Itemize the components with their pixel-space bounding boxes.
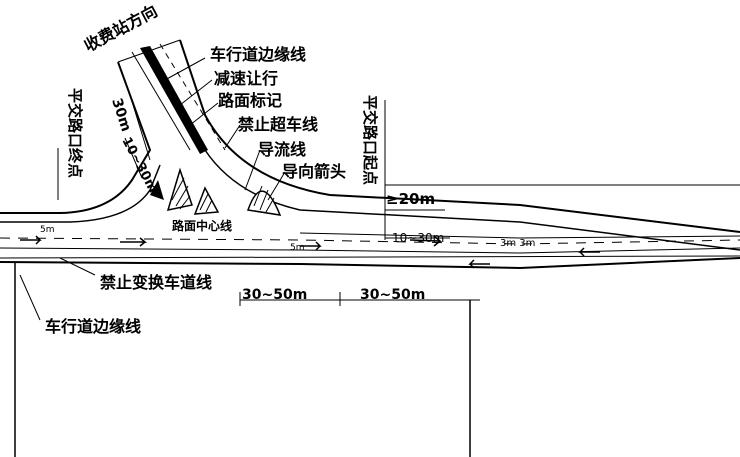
inner-right-edge [204, 149, 740, 251]
bottom-inner-edge [0, 255, 740, 259]
callout-labels: 收费站方向 车行道边缘线 减速让行 路面标记 禁止超车线 导流线 导向箭头 平交… [45, 1, 379, 336]
arrow-icon [20, 235, 42, 245]
lane-markings [0, 232, 740, 254]
dim-10-30m-right: 10~30m [392, 231, 444, 245]
dim-30m-line [129, 94, 151, 161]
arrow-icon [120, 237, 148, 247]
reference-lines [57, 100, 386, 240]
arrow-icon [578, 247, 600, 257]
dim-10-30m-branch-line [124, 137, 143, 179]
main-road [0, 39, 740, 457]
dim-5m-mid: 5m [290, 243, 305, 253]
arrow-icon [468, 259, 490, 269]
label-center-line: 路面中心线 [172, 218, 232, 233]
hatch-small [150, 180, 164, 200]
branch-center-solid [140, 46, 208, 154]
dim-ge20m: ≥20m [386, 190, 435, 208]
diversion-hatches [150, 167, 282, 216]
left-road-edge [0, 61, 152, 214]
label-diversion-line: 导流线 [258, 140, 306, 159]
branch-inner-line [131, 51, 191, 151]
right-road-edge [179, 39, 740, 233]
branch-road [117, 39, 226, 154]
center-dashed-line [0, 237, 740, 245]
label-carriageway-edge-top: 车行道边缘线 [210, 45, 306, 64]
no-lane-change-solid [0, 247, 740, 254]
arrow-icon [300, 241, 322, 251]
dim-30m: 30m [108, 96, 134, 133]
label-slow-yield: 减速让行 [214, 69, 278, 88]
dim-30-50m-a: 30~50m [242, 287, 307, 303]
label-guide-arrow: 导向箭头 [282, 162, 346, 181]
branch-dashed-line [159, 43, 226, 151]
label-carriageway-edge-bottom: 车行道边缘线 [45, 317, 141, 336]
dim-3m-3m: 3m 3m [500, 238, 535, 249]
bottom-road-edge [0, 257, 740, 270]
label-no-overtaking: 禁止超车线 [238, 115, 318, 134]
lane-solid-right [299, 232, 740, 239]
dim-10-30m-branch: 10~30m [118, 135, 160, 196]
inner-left-edge [0, 164, 161, 223]
label-road-marking: 路面标记 [218, 91, 282, 110]
leader-lines [19, 57, 286, 321]
dimension-lines [124, 94, 740, 306]
hatch-triangle-left [166, 167, 193, 211]
label-no-lane-change: 禁止变换车道线 [100, 273, 212, 292]
dim-30-50m-b: 30~50m [360, 287, 425, 303]
label-intersection-end: 平交路口终点 [66, 88, 84, 178]
hatch-diversion-right [246, 190, 282, 216]
dim-5m-left: 5m [40, 225, 55, 235]
label-intersection-start: 平交路口起点 [361, 95, 379, 185]
